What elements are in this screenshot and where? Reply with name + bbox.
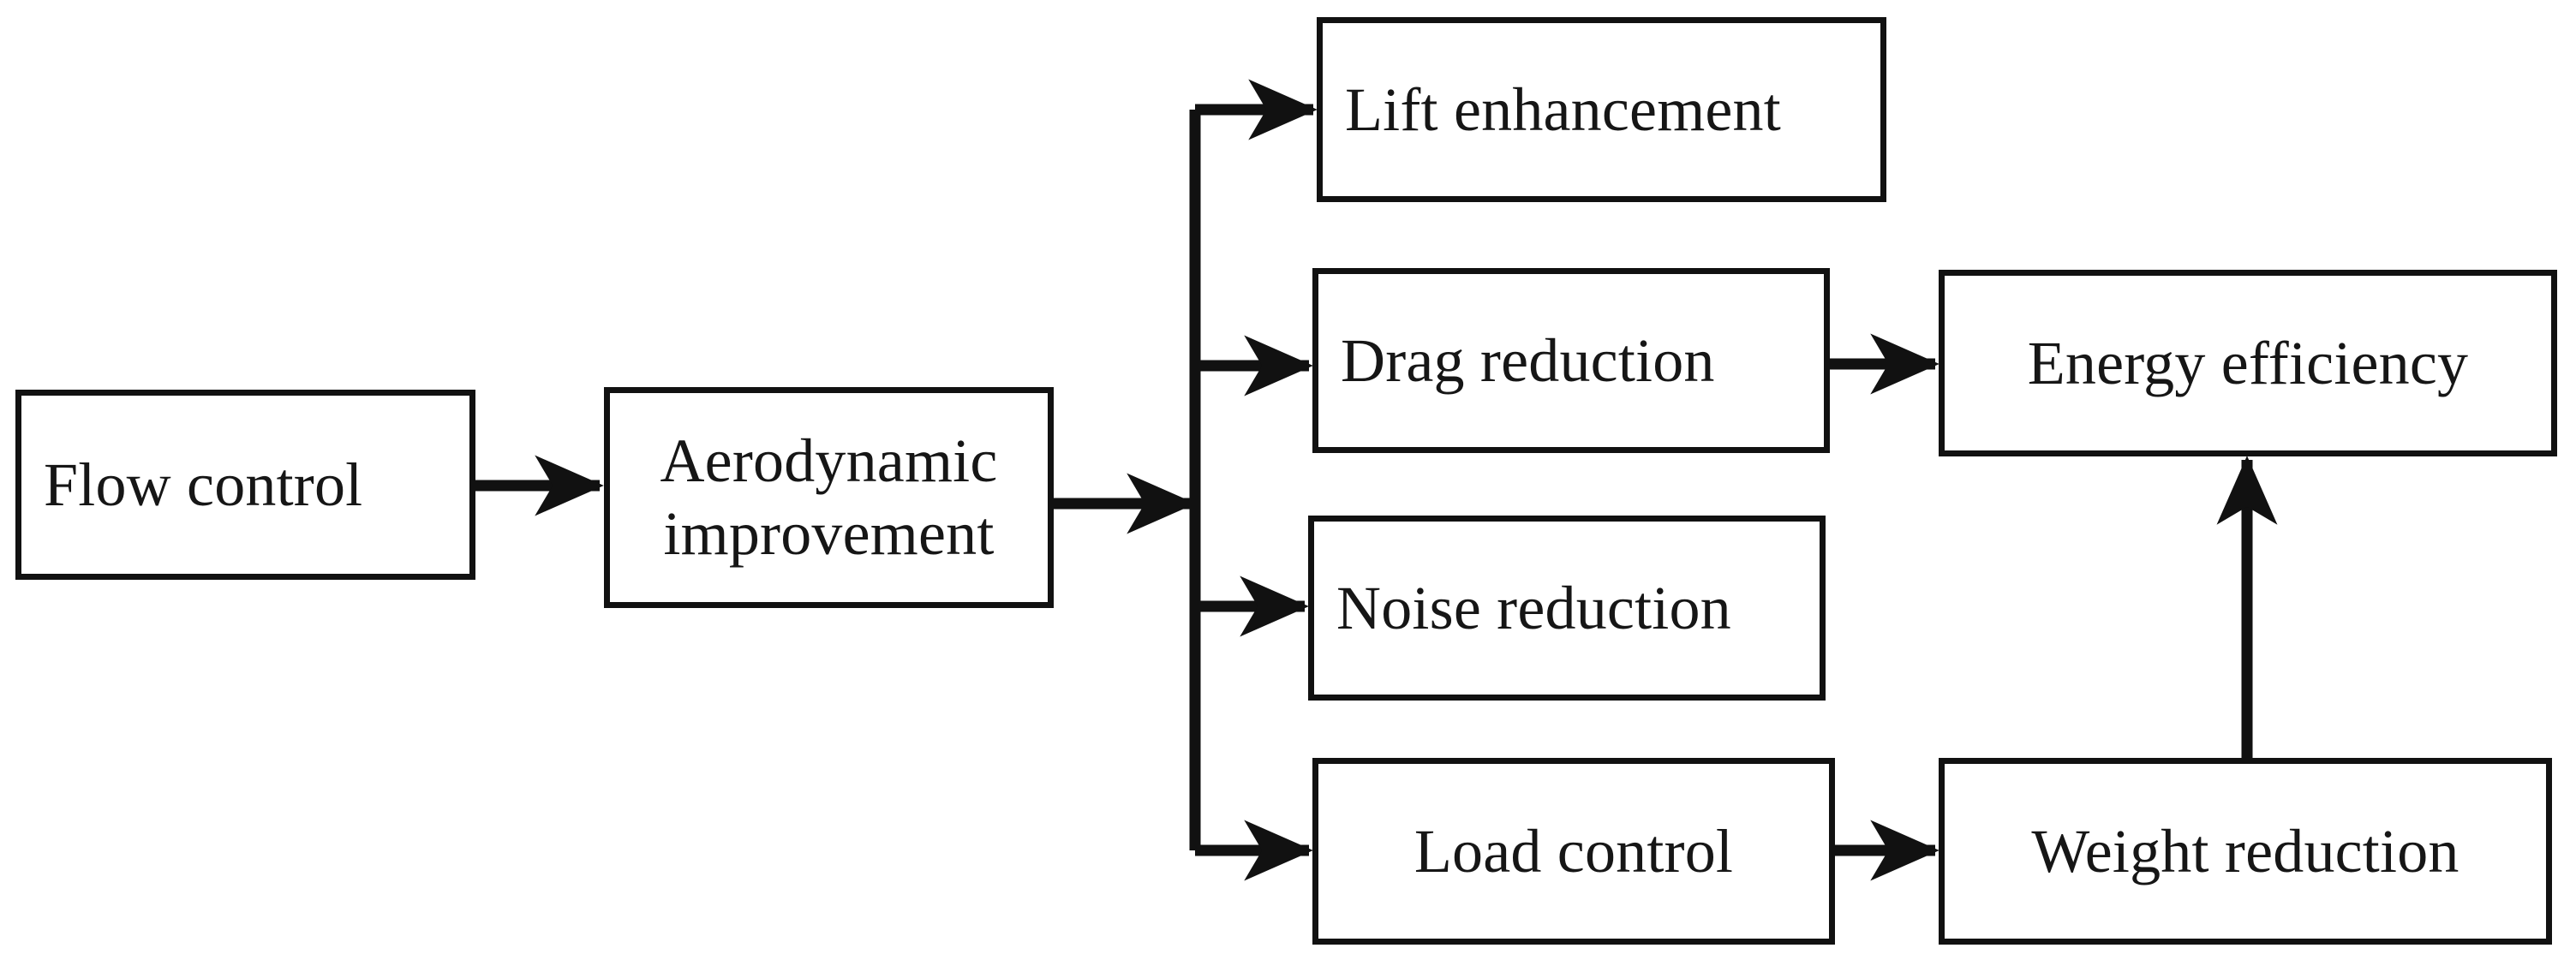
node-noise-reduction-label: Noise reduction <box>1336 573 1731 642</box>
node-load-control-label: Load control <box>1414 816 1734 886</box>
node-flow-control[interactable]: Flow control <box>15 390 475 580</box>
node-weight-reduction-label: Weight reduction <box>2031 816 2459 886</box>
node-drag-reduction[interactable]: Drag reduction <box>1312 268 1830 453</box>
node-aerodynamic-improvement[interactable]: Aerodynamic improvement <box>604 387 1054 608</box>
node-energy-efficiency[interactable]: Energy efficiency <box>1939 270 2557 456</box>
node-lift-enhancement-label: Lift enhancement <box>1345 75 1781 144</box>
node-drag-reduction-label: Drag reduction <box>1341 325 1715 395</box>
node-noise-reduction[interactable]: Noise reduction <box>1308 516 1826 701</box>
node-energy-efficiency-label: Energy efficiency <box>2027 328 2469 397</box>
node-load-control[interactable]: Load control <box>1312 758 1835 945</box>
node-aerodynamic-improvement-label: Aerodynamic improvement <box>660 426 998 568</box>
node-weight-reduction[interactable]: Weight reduction <box>1939 758 2552 945</box>
node-flow-control-label: Flow control <box>44 450 363 519</box>
node-lift-enhancement[interactable]: Lift enhancement <box>1317 17 1886 202</box>
